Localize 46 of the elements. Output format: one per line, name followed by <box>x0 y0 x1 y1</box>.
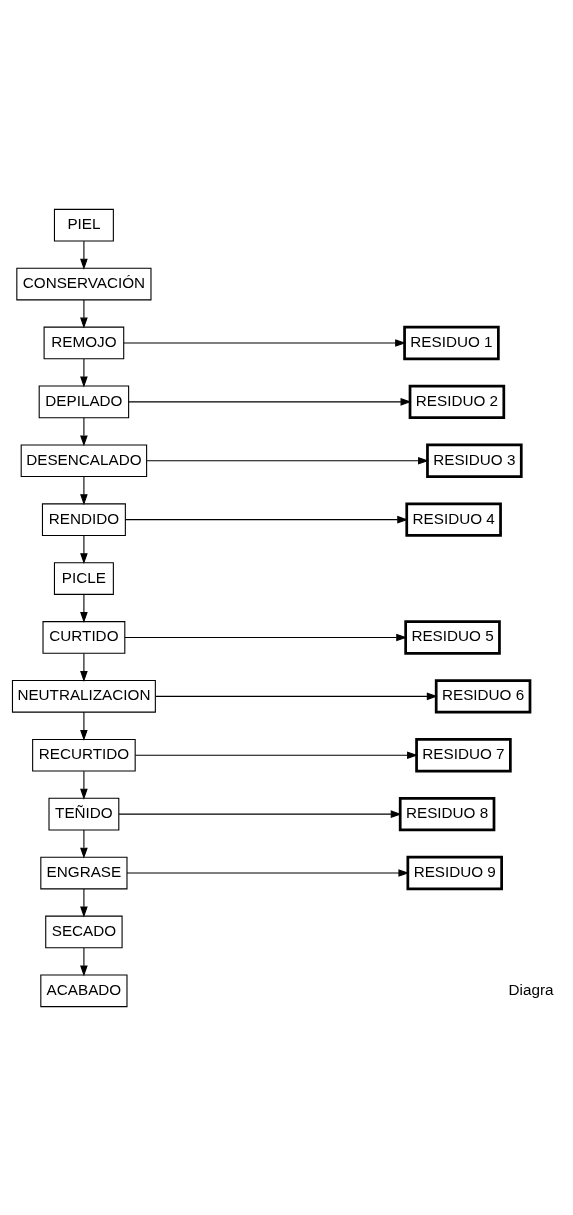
arrow <box>80 711 88 741</box>
arrow <box>123 338 407 347</box>
arrow <box>126 868 410 877</box>
arrow <box>80 829 88 859</box>
node-box: RESIDUO 6 <box>434 678 532 714</box>
node-box: ENGRASE <box>40 856 128 889</box>
node-box: RESIDUO 4 <box>405 501 502 537</box>
node-box: PIEL <box>53 208 114 242</box>
node-box: SECADO <box>45 915 123 948</box>
arrow <box>155 692 438 700</box>
arrow <box>124 515 409 523</box>
node-box: RESIDUO 1 <box>403 325 500 360</box>
arrow <box>80 534 88 564</box>
node-box: RESIDUO 9 <box>406 855 503 890</box>
node-box: RESIDUO 3 <box>426 443 523 478</box>
arrow <box>80 299 88 329</box>
arrow <box>134 750 419 759</box>
node-box: NEUTRALIZACION <box>11 679 156 713</box>
node-box: RESIDUO 8 <box>398 796 496 831</box>
arrow <box>146 456 429 465</box>
label: Diagra <box>508 980 554 998</box>
arrow <box>124 633 408 641</box>
node-box: RESIDUO 5 <box>404 619 501 655</box>
arrow <box>80 416 88 446</box>
node-box: RECURTIDO <box>32 738 136 772</box>
node-box: DEPILADO <box>38 385 130 418</box>
node-box: RESIDUO 2 <box>408 384 506 419</box>
node-box: PICLE <box>53 561 114 595</box>
node-box: RESIDUO 7 <box>415 737 512 772</box>
arrow <box>118 809 402 818</box>
node-box: TEÑIDO <box>48 797 120 830</box>
arrow <box>80 652 88 682</box>
arrow <box>80 240 88 270</box>
arrow <box>80 593 88 623</box>
node-box: REMOJO <box>43 326 125 359</box>
arrow <box>80 946 88 976</box>
node-box: CURTIDO <box>42 620 126 654</box>
arrow <box>80 887 88 917</box>
arrow <box>80 475 88 505</box>
arrow <box>80 357 88 387</box>
node-box: ACABADO <box>40 973 128 1007</box>
node-box: DESENCALADO <box>20 443 148 477</box>
arrow <box>80 770 88 800</box>
node-box: RENDIDO <box>41 502 126 536</box>
node-box: CONSERVACIÓN <box>16 267 152 300</box>
arrow <box>128 397 412 406</box>
